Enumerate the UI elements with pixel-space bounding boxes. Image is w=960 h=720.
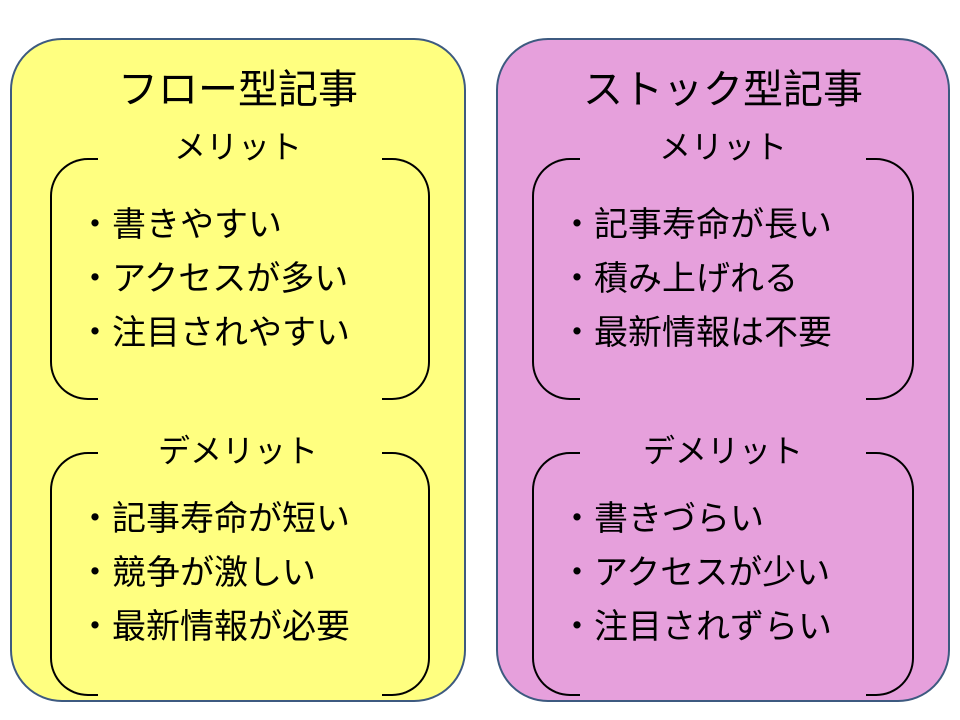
flow-demerit-label: デメリット [157, 432, 318, 470]
list-item: ・注目されやすい [78, 313, 350, 353]
flow-card-title: フロー型記事 [118, 67, 358, 113]
list-item: ・アクセスが多い [78, 259, 349, 299]
list-item: ・積み上げれる [560, 259, 798, 299]
stock-card-title: ストック型記事 [583, 67, 863, 113]
stock-demerit-list: ・書きづらい ・アクセスが少い ・注目されずらい [560, 492, 914, 654]
list-item: ・最新情報は不要 [560, 313, 832, 353]
flow-merit-group: ・書きやすい ・アクセスが多い ・注目されやすい [50, 158, 430, 400]
stock-demerit-group: ・書きづらい ・アクセスが少い ・注目されずらい [532, 452, 914, 696]
stock-demerit-label: デメリット [642, 432, 803, 470]
list-item: ・書きづらい [560, 499, 764, 539]
stock-article-card: ストック型記事 メリット ・記事寿命が長い ・積み上げれる ・最新情報は不要 デ… [496, 38, 950, 702]
stock-merit-list: ・記事寿命が長い ・積み上げれる ・最新情報は不要 [560, 198, 914, 360]
flow-merit-list: ・書きやすい ・アクセスが多い ・注目されやすい [78, 198, 430, 360]
stock-merit-label: メリット [658, 128, 787, 166]
flow-demerit-list: ・記事寿命が短い ・競争が激しい ・最新情報が必要 [78, 492, 430, 654]
list-item: ・競争が激しい [78, 553, 316, 593]
list-item: ・アクセスが少い [560, 553, 831, 593]
flow-article-card: フロー型記事 メリット ・書きやすい ・アクセスが多い ・注目されやすい デメリ… [10, 38, 466, 702]
flow-demerit-group: ・記事寿命が短い ・競争が激しい ・最新情報が必要 [50, 452, 430, 696]
list-item: ・記事寿命が長い [560, 205, 832, 245]
flow-merit-label: メリット [173, 128, 302, 166]
stock-merit-group: ・記事寿命が長い ・積み上げれる ・最新情報は不要 [532, 158, 914, 400]
list-item: ・注目されずらい [560, 607, 832, 647]
list-item: ・書きやすい [78, 205, 282, 245]
list-item: ・記事寿命が短い [78, 499, 350, 539]
list-item: ・最新情報が必要 [78, 607, 350, 647]
